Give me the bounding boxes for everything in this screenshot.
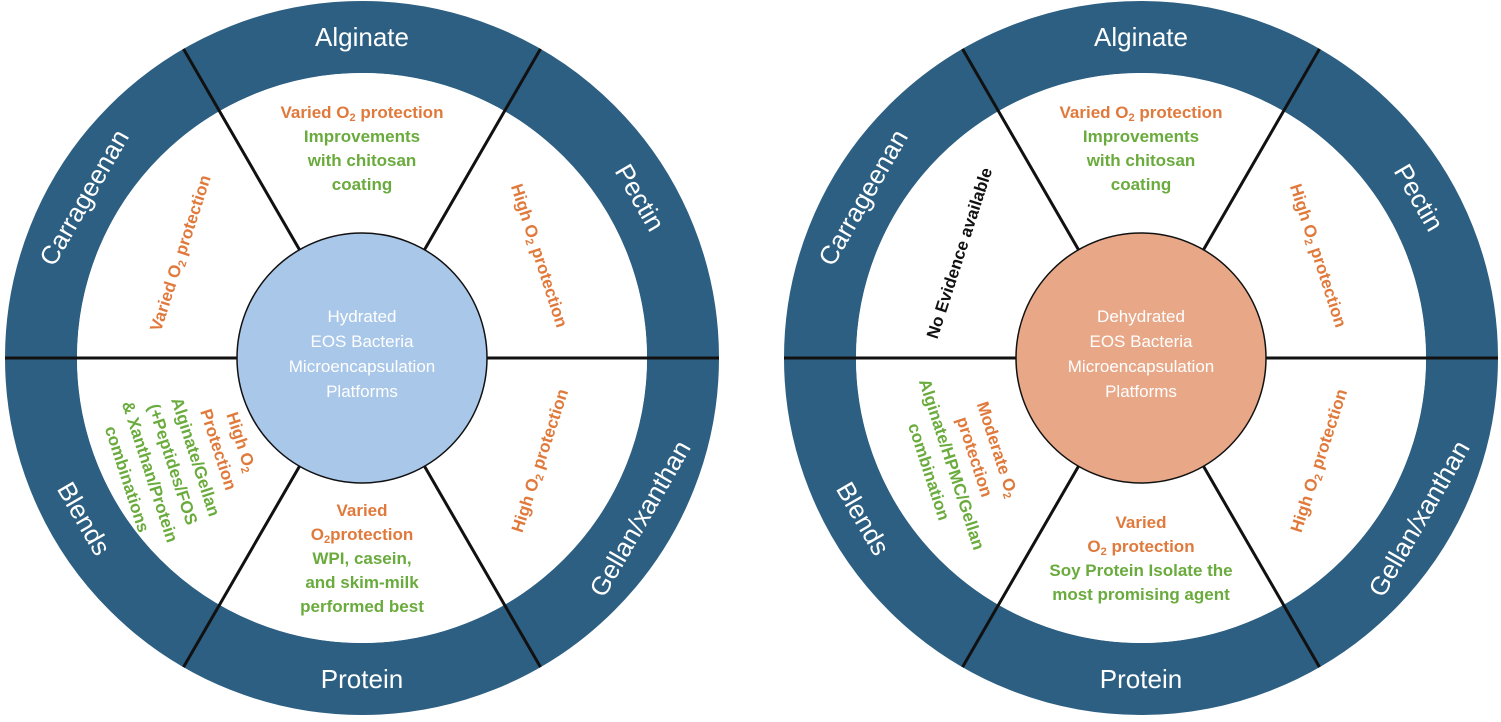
sector-note-line: performed best bbox=[300, 597, 424, 616]
sector-note-line: and skim-milk bbox=[305, 573, 419, 592]
ring-label-alginate: Alginate bbox=[1094, 22, 1188, 52]
hub-label-line: Platforms bbox=[326, 382, 398, 401]
sector-note-line: Varied bbox=[336, 501, 387, 520]
sector-note-line: Varied O2 protection bbox=[281, 103, 444, 125]
sector-divider bbox=[423, 465, 542, 668]
hub-circle bbox=[1015, 232, 1267, 484]
ring-label-protein: Protein bbox=[321, 664, 403, 694]
sector-note-line: coating bbox=[1111, 175, 1171, 194]
sector-divider bbox=[961, 48, 1080, 251]
sector-note-line: with chitosan bbox=[1086, 151, 1196, 170]
hub-label-line: Dehydrated bbox=[1097, 307, 1185, 326]
sector-divider bbox=[1202, 48, 1321, 251]
ring-label-alginate: Alginate bbox=[315, 22, 409, 52]
sector-note-line: WPI, casein, bbox=[312, 549, 411, 568]
sector-note-line: Varied O2 protection bbox=[1060, 103, 1223, 125]
sector-divider bbox=[961, 465, 1080, 668]
hub-label-line: Microencapsulation bbox=[1068, 357, 1214, 376]
sector-note-line: Soy Protein Isolate the bbox=[1049, 561, 1232, 580]
sector-note-line: Improvements bbox=[1083, 127, 1199, 146]
sector-note-line: O2 protection bbox=[1087, 537, 1194, 559]
hub-label-line: Platforms bbox=[1105, 382, 1177, 401]
ring-label-protein: Protein bbox=[1100, 664, 1182, 694]
sector-note-line: with chitosan bbox=[307, 151, 417, 170]
hub-circle bbox=[236, 232, 488, 484]
hub-label-line: EOS Bacteria bbox=[1090, 332, 1194, 351]
sector-divider bbox=[182, 465, 301, 668]
sector-divider bbox=[423, 48, 542, 251]
sector-note-line: coating bbox=[332, 175, 392, 194]
sector-divider bbox=[1202, 465, 1321, 668]
hub-label-line: Hydrated bbox=[328, 307, 397, 326]
sector-note-line: most promising agent bbox=[1052, 585, 1230, 604]
hub-label-line: EOS Bacteria bbox=[311, 332, 415, 351]
sector-note-line: Varied bbox=[1115, 513, 1166, 532]
sector-note-line: O2protection bbox=[311, 525, 413, 547]
hub-label-line: Microencapsulation bbox=[289, 357, 435, 376]
sector-divider bbox=[182, 48, 301, 251]
sector-note-line: Improvements bbox=[304, 127, 420, 146]
